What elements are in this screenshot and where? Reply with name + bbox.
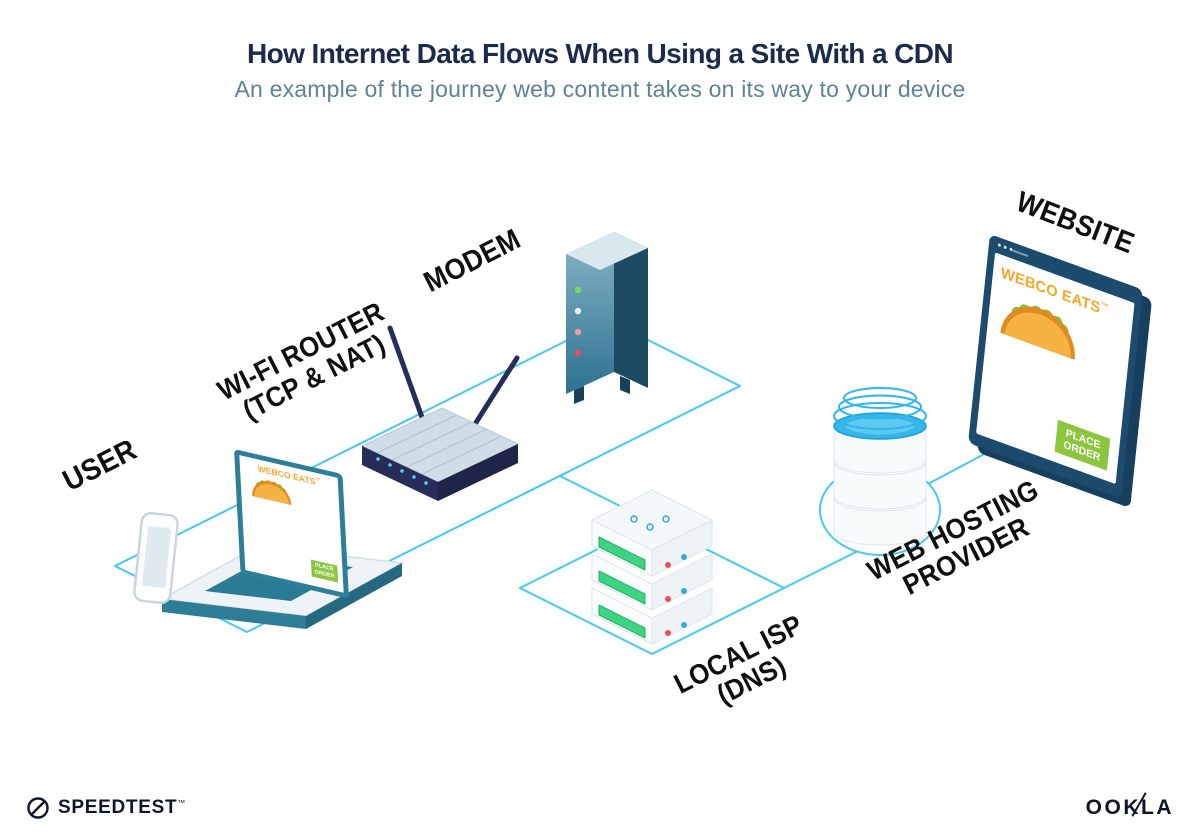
window-controls-icon bbox=[997, 243, 1013, 252]
laptop-screen: WEBCO EATS™ PLACE ORDER bbox=[234, 449, 350, 599]
isp-server-icon bbox=[591, 489, 713, 645]
phone-icon bbox=[133, 512, 179, 604]
place-order-chip-mini: PLACE ORDER bbox=[311, 559, 339, 583]
website-page: WEBCO EATS™ PLACE ORDER bbox=[976, 252, 1135, 485]
url-bar-icon bbox=[1012, 248, 1029, 257]
trademark-mark: ™ bbox=[1100, 300, 1110, 313]
place-order-button: PLACE ORDER bbox=[1054, 419, 1111, 471]
hosting-website-line bbox=[927, 450, 991, 485]
hosting-db-icon bbox=[833, 387, 927, 546]
speedtest-wordmark: SPEEDTEST™ bbox=[58, 797, 186, 818]
ookla-wordmark: OOKLA bbox=[1085, 796, 1174, 819]
ookla-logo: OOKLA bbox=[1085, 792, 1174, 820]
wifi-router-icon bbox=[360, 325, 520, 501]
trademark-mark: ™ bbox=[177, 798, 186, 808]
isp-hosting-line bbox=[783, 550, 859, 589]
page-title: How Internet Data Flows When Using a Sit… bbox=[247, 38, 954, 69]
page-subtitle: An example of the journey web content ta… bbox=[234, 76, 966, 102]
isp-network-path bbox=[519, 521, 785, 655]
speedtest-logo: SPEEDTEST™ bbox=[26, 796, 186, 820]
modem-icon bbox=[566, 232, 648, 404]
trademark-mark: ™ bbox=[315, 476, 321, 484]
taco-icon bbox=[249, 475, 293, 508]
laptop-webpage: WEBCO EATS™ PLACE ORDER bbox=[239, 455, 343, 593]
speedtest-gauge-icon bbox=[27, 797, 49, 819]
